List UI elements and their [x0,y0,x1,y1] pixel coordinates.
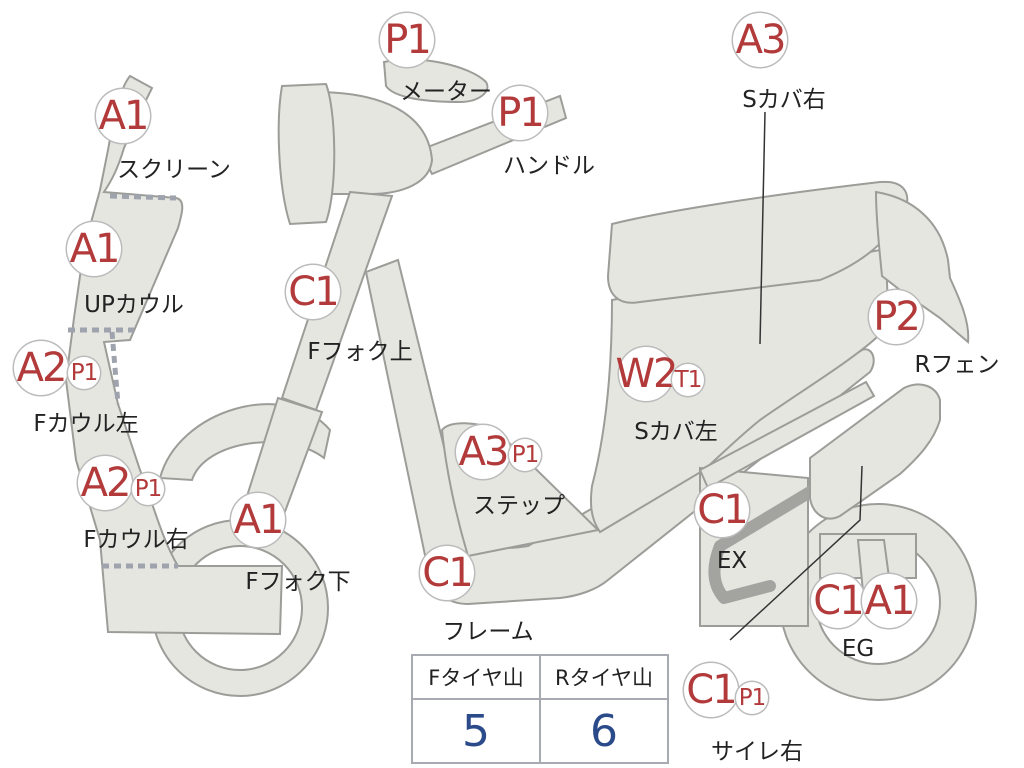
leader-s-cover-right [759,111,766,345]
part-label: スクリーン [117,157,231,183]
front-tire-header: Fタイヤ山 [411,654,541,700]
meter-cover [382,58,489,104]
part-label: ハンドル [503,153,595,179]
damage-code-badge: A1 [96,89,150,143]
damage-code-badge: C1 [286,265,340,319]
damage-subcode-badge: P1 [509,439,541,471]
part-label: Sカバ左 [634,419,718,445]
damage-code-badge: A3 [456,425,510,479]
part-label: UPカウル [84,292,184,318]
tire-tread-table: Fタイヤ山 Rタイヤ山 5 6 [411,654,669,764]
front-tire-value: 5 [411,698,541,764]
part-label: フレーム [442,619,534,645]
damage-subcode-badge: P1 [68,357,100,389]
damage-subcode-badge: P1 [132,473,164,505]
exhaust-pipe [708,480,826,604]
part-label: Fフォク上 [307,339,413,365]
muffler [809,383,941,520]
swing-arm [698,380,876,490]
tire-table-header-row: Fタイヤ山 Rタイヤ山 [411,654,669,700]
cowl-seam-vert [109,331,121,405]
part-label: サイレ右 [711,739,803,765]
handle-cover [313,90,434,195]
part-label: Fフォク下 [245,569,351,595]
part-label: Fカウル右 [83,527,189,553]
part-label: Sカバ右 [742,87,826,113]
rear-fender [874,190,970,345]
part-label: ステップ [473,493,565,519]
damage-code-badge: C1 [684,663,738,717]
damage-code-badge: A1 [67,222,121,276]
damage-subcode-badge: T1 [672,364,704,396]
damage-subcode-badge: P1 [736,682,768,714]
headlight [277,82,336,226]
damage-code-badge: A3 [733,13,787,67]
damage-code-badge: P2 [869,290,923,344]
part-label: Fカウル左 [33,411,139,437]
part-label: メーター [400,79,492,105]
part-label: EG [841,636,875,662]
leader-silencer-right [729,465,863,641]
damage-code-badge: P1 [493,86,547,140]
damage-code-badge: A1 [862,574,916,628]
tire-table-value-row: 5 6 [411,698,669,764]
damage-code-badge: C1 [420,546,474,600]
part-label: EX [716,548,748,574]
rear-tire-value: 6 [539,698,669,764]
rear-tire-header: Rタイヤ山 [539,654,669,700]
damage-code-badge: C1 [695,483,749,537]
front-tire [151,519,330,697]
damage-code-badge: C1 [811,574,865,628]
part-label: Rフェン [914,352,1000,378]
damage-code-badge: P1 [380,13,434,67]
damage-code-badge: A2 [78,456,132,510]
damage-code-badge: W2 [616,347,679,401]
damage-code-badge: A2 [14,341,68,395]
damage-code-badge: A1 [231,493,285,547]
